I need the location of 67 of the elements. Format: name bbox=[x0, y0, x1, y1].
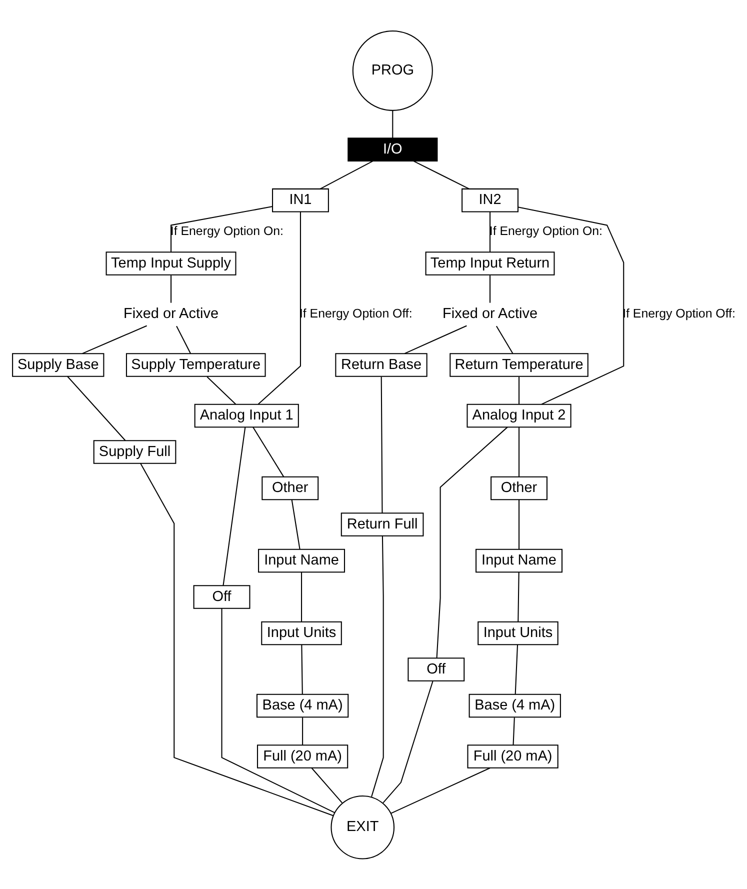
node-box: Off bbox=[408, 657, 465, 681]
connector bbox=[252, 426, 284, 477]
connector bbox=[382, 680, 434, 803]
node-box: Input Units bbox=[261, 620, 342, 645]
node-box: Supply Full bbox=[93, 440, 176, 464]
node-box: Input Name bbox=[476, 548, 563, 572]
node-box: Full (20 mA) bbox=[256, 744, 348, 768]
connector bbox=[258, 211, 301, 404]
connector bbox=[392, 110, 394, 138]
connector bbox=[301, 644, 303, 694]
node-text: Fixed or Active bbox=[124, 306, 219, 322]
connector bbox=[302, 717, 304, 745]
edge-label: If Energy Option On: bbox=[170, 224, 284, 238]
node-box: Base (4 mA) bbox=[468, 693, 561, 718]
node-box: Supply Base bbox=[12, 352, 104, 376]
connector bbox=[170, 206, 272, 252]
edge-label: If Energy Option On: bbox=[489, 224, 602, 238]
node-box: IN2 bbox=[462, 188, 518, 212]
connector bbox=[512, 717, 515, 745]
connector bbox=[518, 499, 520, 549]
edge-label: If Energy Option Off: bbox=[622, 306, 736, 320]
node-box: Analog Input 2 bbox=[466, 403, 572, 428]
node-box: Input Units bbox=[478, 620, 558, 645]
connector bbox=[518, 426, 520, 476]
connector bbox=[404, 324, 467, 354]
node-box: IN1 bbox=[272, 188, 329, 212]
connector bbox=[490, 211, 491, 252]
connector bbox=[518, 376, 520, 404]
connector bbox=[291, 499, 300, 549]
connector bbox=[490, 274, 491, 302]
node-box: Input Name bbox=[258, 548, 346, 572]
node-text: Fixed or Active bbox=[442, 306, 538, 322]
node-box: Base (4 mA) bbox=[256, 693, 349, 718]
connector bbox=[221, 608, 335, 813]
node-box: Temp Input Return bbox=[425, 251, 555, 275]
node-box: Return Base bbox=[335, 352, 428, 376]
connector bbox=[82, 324, 147, 354]
node-box: Analog Input 1 bbox=[194, 403, 299, 428]
connector bbox=[140, 462, 334, 816]
connector bbox=[518, 206, 624, 404]
node-box: Temp Input Supply bbox=[106, 251, 236, 275]
connector bbox=[320, 160, 373, 189]
node-box: Return Temperature bbox=[450, 352, 588, 376]
connector bbox=[514, 644, 518, 694]
node-box: Off bbox=[193, 584, 250, 608]
node-circle: PROG bbox=[352, 30, 433, 110]
connector bbox=[170, 274, 172, 302]
connector bbox=[222, 426, 246, 586]
connector bbox=[518, 572, 520, 622]
node-box: Supply Temperature bbox=[126, 352, 266, 376]
connector bbox=[176, 325, 191, 354]
node-box: Other bbox=[262, 476, 319, 500]
node-box: Return Full bbox=[340, 512, 424, 536]
connector bbox=[67, 376, 126, 440]
connector bbox=[414, 160, 470, 189]
connector bbox=[496, 325, 514, 354]
connector bbox=[311, 767, 343, 803]
node-box: Full (20 mA) bbox=[467, 744, 558, 768]
connector bbox=[436, 426, 508, 658]
connector bbox=[390, 767, 490, 814]
connector bbox=[206, 376, 236, 404]
connector bbox=[371, 535, 384, 796]
node-box: Other bbox=[490, 476, 548, 500]
connector bbox=[301, 572, 302, 622]
node-circle: EXIT bbox=[330, 794, 395, 859]
node-box: I/O bbox=[348, 137, 438, 161]
connector bbox=[380, 376, 383, 512]
